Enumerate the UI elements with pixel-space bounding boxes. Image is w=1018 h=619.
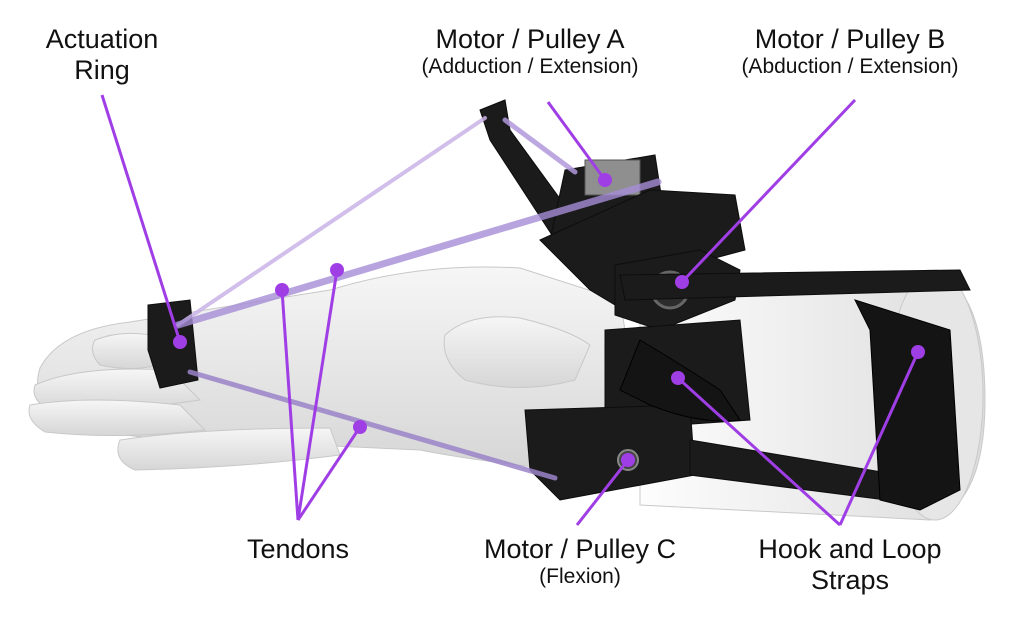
marker-strap-1 [671,371,685,385]
label-actuation-ring-line1: Actuation [45,24,159,54]
label-tendons-title: Tendons [246,534,350,564]
marker-strap-2 [911,345,925,359]
marker-tendon-1 [275,283,289,297]
marker-actuation-ring [173,335,187,349]
label-motor-b: Motor / Pulley B (Abduction / Extension) [690,24,1010,79]
label-motor-b-subtitle: (Abduction / Extension) [741,55,959,79]
label-actuation-ring: Actuation Ring [22,24,182,86]
callout-lines [100,94,925,527]
label-motor-c-subtitle: (Flexion) [539,565,621,589]
marker-motor-a [598,173,612,187]
label-tendons: Tendons [213,534,383,565]
leader-tendon-3 [296,426,362,521]
leader-motor-c [575,459,630,526]
marker-tendon-2 [330,263,344,277]
marker-tendon-3 [353,420,367,434]
label-motor-a-subtitle: (Adduction / Extension) [421,55,639,79]
label-motor-a: Motor / Pulley A (Adduction / Extension) [360,24,700,79]
marker-motor-c [621,453,635,467]
label-motor-a-title: Motor / Pulley A [435,24,625,54]
marker-motor-b [675,275,689,289]
exoskeleton-frame [147,99,971,506]
leader-strap-1 [676,376,842,527]
label-actuation-ring-line2: Ring [74,55,130,86]
leader-motor-b [680,98,857,284]
leader-tendon-1 [280,289,300,521]
label-motor-c: Motor / Pulley C (Flexion) [430,534,730,589]
label-motor-c-title: Motor / Pulley C [483,534,677,564]
label-straps-line1: Hook and Loop [758,534,942,564]
label-straps: Hook and Loop Straps [720,534,980,596]
leader-strap-2 [838,351,920,526]
label-straps-line2: Straps [810,565,890,596]
tendon-cords [174,116,662,481]
leader-motor-a [546,101,607,181]
leader-actuation-ring [100,94,182,343]
leader-tendon-2 [296,269,339,521]
label-motor-b-title: Motor / Pulley B [754,24,946,54]
